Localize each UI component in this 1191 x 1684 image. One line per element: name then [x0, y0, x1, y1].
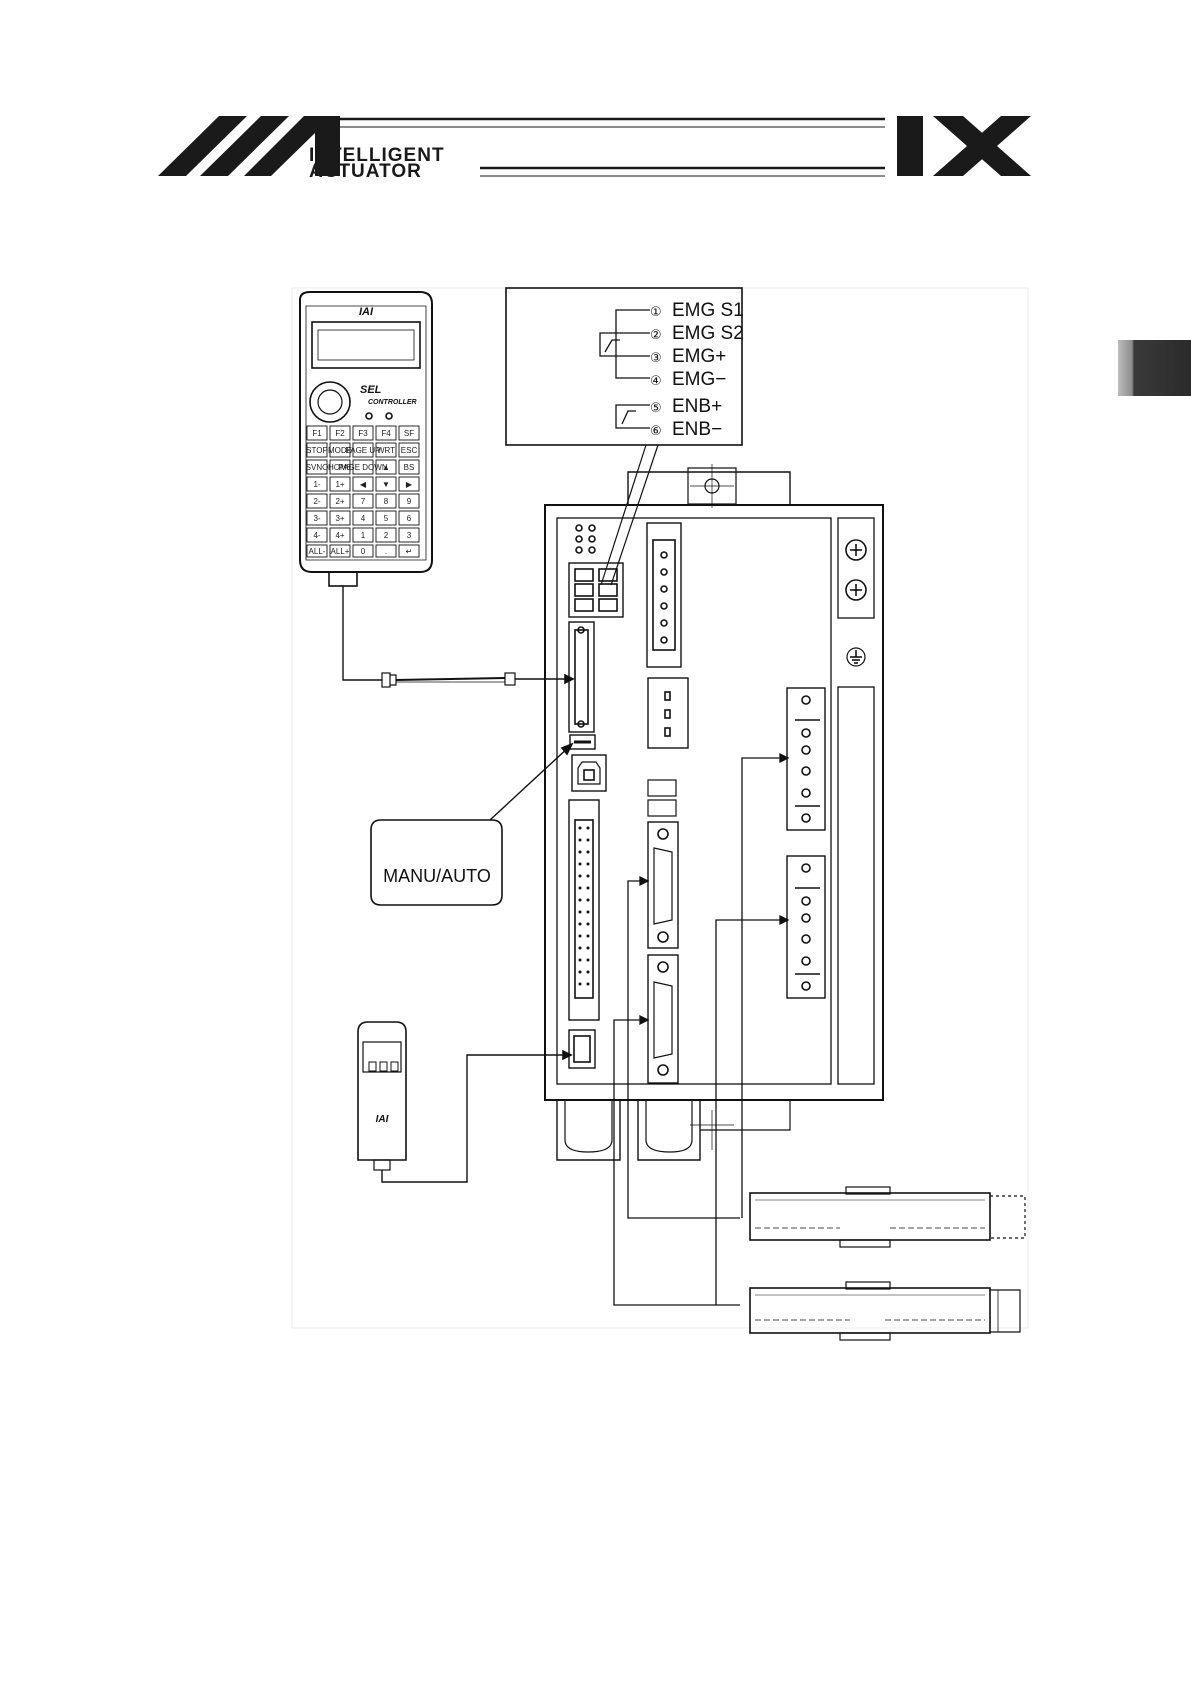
usb-port — [572, 755, 606, 791]
key: ALL+ — [331, 547, 350, 556]
terminal-number: ⑥ — [650, 424, 662, 439]
key: 3+ — [335, 514, 344, 523]
key: STOP — [306, 446, 328, 455]
key: ↵ — [406, 547, 413, 556]
key: 4 — [361, 514, 366, 523]
controller-body — [545, 464, 883, 1160]
key: 6 — [407, 514, 412, 523]
power-terminal — [647, 523, 681, 667]
key: F1 — [312, 429, 322, 438]
key: 1 — [361, 531, 366, 540]
key: 9 — [407, 497, 412, 506]
terminal-number: ⑤ — [650, 401, 662, 416]
key: 1- — [313, 480, 320, 489]
actuator-2 — [750, 1282, 1020, 1340]
terminal-number: ④ — [650, 374, 662, 389]
key: ALL- — [309, 547, 326, 556]
terminal-label: EMG+ — [672, 346, 726, 367]
key: 2 — [384, 531, 389, 540]
motor-terminal-2 — [787, 856, 825, 998]
key: 0 — [361, 547, 366, 556]
key: 2- — [313, 497, 320, 506]
key: 8 — [384, 497, 389, 506]
panel-unit-brand: IAI — [376, 1114, 389, 1125]
tp-port — [569, 622, 594, 732]
center-connector — [648, 678, 688, 748]
key: 4+ — [335, 531, 344, 540]
key: ESC — [401, 446, 418, 455]
key: ▶ — [406, 480, 413, 489]
key: 5 — [384, 514, 389, 523]
io-connector — [569, 800, 599, 1020]
key: F3 — [358, 429, 368, 438]
key: ◀ — [360, 480, 367, 489]
manu-auto-label: MANU/AUTO — [383, 866, 491, 886]
pendant-cable — [343, 586, 382, 680]
encoder-connector-1 — [648, 822, 678, 948]
key: 3 — [407, 531, 412, 540]
terminal-label: EMG S2 — [672, 323, 744, 344]
emg-connector — [569, 563, 623, 617]
teaching-pendant — [300, 292, 432, 586]
key: F2 — [335, 429, 345, 438]
key: 7 — [361, 497, 366, 506]
key: 2+ — [335, 497, 344, 506]
terminal-number: ③ — [650, 351, 662, 366]
key: SVNO — [306, 463, 329, 472]
encoder-connector-2 — [648, 955, 678, 1083]
key: 3- — [313, 514, 320, 523]
terminal-label: ENB− — [672, 419, 722, 440]
pendant-keypad: F1 F2 F3 F4 SF STOP MODE PAGE UP WRT ESC… — [306, 429, 418, 556]
key: ▲ — [382, 463, 390, 472]
panel-unit — [358, 1022, 571, 1182]
terminal-label: ENB+ — [672, 396, 722, 417]
actuator-1 — [750, 1187, 1025, 1247]
pendant-model-line-1: SEL — [360, 384, 382, 396]
key: PAGE DOWN — [338, 463, 387, 472]
terminal-label: EMG S1 — [672, 300, 744, 321]
key: ▼ — [382, 480, 390, 489]
pendant-model-line-2: CONTROLLER — [368, 399, 417, 406]
key: BS — [404, 463, 415, 472]
emg-terminal-list: ① EMG S1 ② EMG S2 ③ EMG+ ④ EMG− ⑤ ENB+ ⑥… — [650, 300, 744, 440]
terminal-number: ① — [650, 305, 662, 320]
pendant-brand: IAI — [359, 306, 374, 318]
key: WRT — [377, 446, 395, 455]
key: 1+ — [335, 480, 344, 489]
key: F4 — [381, 429, 391, 438]
key: . — [385, 547, 387, 556]
motor-terminal-1 — [787, 688, 825, 830]
key: PAGE UP — [346, 446, 381, 455]
actuator-cables — [614, 754, 788, 1305]
key: SF — [404, 429, 414, 438]
diagram-frame — [292, 288, 1028, 1328]
terminal-number: ② — [650, 328, 662, 343]
terminal-label: EMG− — [672, 369, 726, 390]
key: 4- — [313, 531, 320, 540]
